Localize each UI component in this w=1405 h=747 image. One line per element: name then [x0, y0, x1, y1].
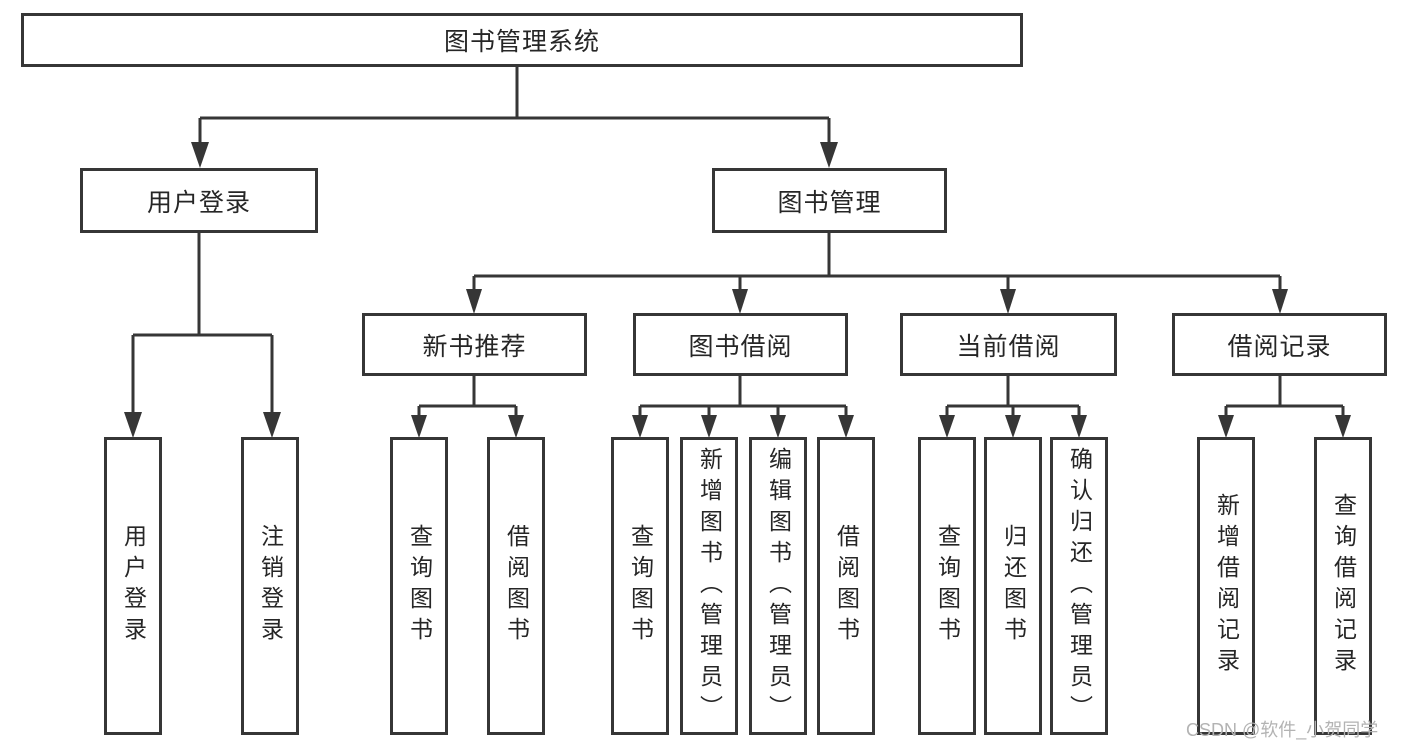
node-label: 查询图书 — [627, 524, 654, 648]
arrowhead — [1005, 415, 1021, 438]
leaf-records-add-record: 新增借阅记录 — [1197, 437, 1255, 735]
arrowhead — [1218, 415, 1234, 438]
node-label: 归还图书 — [1000, 524, 1027, 648]
arrowhead — [1071, 415, 1087, 438]
arrowhead — [1000, 289, 1016, 314]
node-label: 新书推荐 — [422, 332, 527, 361]
arrowhead — [632, 415, 648, 438]
arrowhead — [732, 289, 748, 314]
arrowhead — [508, 415, 524, 438]
node-label: 用户登录 — [120, 524, 147, 648]
arrowhead — [770, 415, 786, 438]
node-label: 借阅图书 — [503, 524, 530, 648]
arrowhead — [939, 415, 955, 438]
leaf-newbooks-query-books: 查询图书 — [390, 437, 448, 735]
node-book-management-system: 图书管理系统 — [21, 13, 1023, 67]
node-book-management: 图书管理 — [712, 168, 947, 233]
node-label: 确认归还（管理员） — [1066, 446, 1093, 726]
node-label: 查询图书 — [406, 524, 433, 648]
leaf-borrowing-borrow-books: 借阅图书 — [817, 437, 875, 735]
arrowhead — [1335, 415, 1351, 438]
leaf-newbooks-borrow-books: 借阅图书 — [487, 437, 545, 735]
node-label: 新增借阅记录 — [1213, 493, 1240, 679]
leaf-user-login: 用户登录 — [104, 437, 162, 735]
node-user-login: 用户登录 — [80, 168, 318, 233]
arrowhead — [124, 412, 142, 438]
leaf-current-return-books: 归还图书 — [984, 437, 1042, 735]
leaf-logout: 注销登录 — [241, 437, 299, 735]
arrowhead — [1272, 289, 1288, 314]
arrowhead — [263, 412, 281, 438]
node-label: 图书借阅 — [688, 332, 793, 361]
leaf-borrowing-query-books: 查询图书 — [611, 437, 669, 735]
node-book-borrowing: 图书借阅 — [633, 313, 848, 376]
arrowhead — [191, 142, 209, 168]
node-label: 查询借阅记录 — [1330, 493, 1357, 679]
leaf-records-query-record: 查询借阅记录 — [1314, 437, 1372, 735]
leaf-borrowing-edit-books-admin: 编辑图书（管理员） — [749, 437, 807, 735]
csdn-watermark: CSDN @软件_小贺同学 — [1186, 720, 1379, 740]
node-borrowing-records: 借阅记录 — [1172, 313, 1387, 376]
arrowhead — [701, 415, 717, 438]
node-label: 图书管理系统 — [443, 28, 600, 56]
leaf-current-confirm-return-admin: 确认归还（管理员） — [1050, 437, 1108, 735]
leaf-borrowing-add-books-admin: 新增图书（管理员） — [680, 437, 738, 735]
arrowhead — [820, 142, 838, 168]
node-current-borrowing: 当前借阅 — [900, 313, 1117, 376]
node-label: 编辑图书（管理员） — [765, 446, 792, 726]
node-label: 当前借阅 — [956, 332, 1061, 361]
node-label: 查询图书 — [934, 524, 961, 648]
leaf-current-query-books: 查询图书 — [918, 437, 976, 735]
arrowhead — [466, 289, 482, 314]
node-label: 借阅记录 — [1227, 332, 1332, 361]
node-label: 用户登录 — [146, 188, 251, 217]
node-label: 借阅图书 — [833, 524, 860, 648]
arrowhead — [838, 415, 854, 438]
arrowhead — [411, 415, 427, 438]
node-label: 注销登录 — [257, 524, 284, 648]
node-label: 图书管理 — [777, 188, 882, 217]
node-label: 新增图书（管理员） — [696, 446, 723, 726]
node-new-book-recommend: 新书推荐 — [362, 313, 587, 376]
